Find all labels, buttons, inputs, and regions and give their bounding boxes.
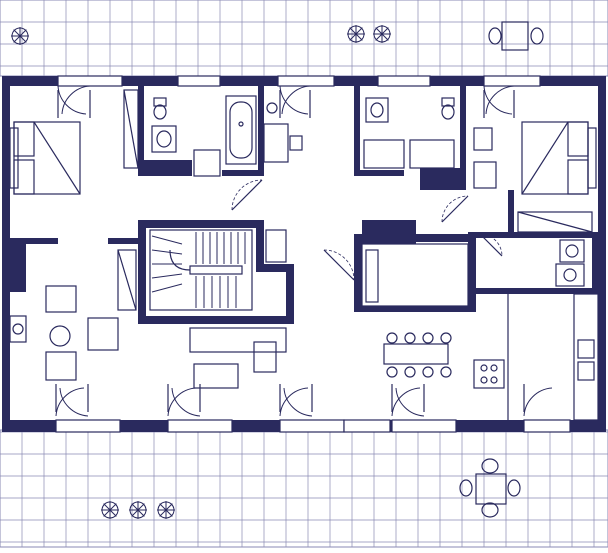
chair-icon bbox=[289, 135, 303, 151]
interior bbox=[6, 80, 604, 430]
shower-room bbox=[363, 97, 455, 169]
door-swing-icon bbox=[395, 387, 425, 417]
hob-icon bbox=[577, 361, 595, 381]
plant-icon bbox=[157, 501, 175, 519]
bathroom-left bbox=[151, 95, 257, 177]
door-swing-icon bbox=[231, 179, 263, 211]
plant-icon bbox=[266, 102, 278, 114]
door-swing-icon bbox=[61, 85, 91, 115]
stair-icon bbox=[151, 232, 246, 308]
stair bbox=[149, 229, 287, 311]
door-swing-icon bbox=[479, 233, 503, 257]
counter bbox=[573, 293, 599, 421]
headboard bbox=[9, 127, 19, 189]
bed-icon bbox=[13, 121, 81, 195]
bed-icon bbox=[521, 121, 589, 195]
chair-icon bbox=[440, 332, 452, 344]
chair-icon bbox=[440, 366, 452, 378]
door-swing-icon bbox=[323, 249, 355, 281]
table-chairs-icon bbox=[488, 21, 544, 51]
plant-icon bbox=[101, 501, 119, 519]
toilet-icon bbox=[153, 97, 167, 120]
shower-tray bbox=[193, 149, 221, 177]
chair-icon bbox=[386, 332, 398, 344]
terrace-north bbox=[0, 0, 608, 77]
armchair-icon bbox=[45, 351, 77, 381]
stove-icon bbox=[473, 359, 505, 389]
sofa-icon bbox=[189, 327, 287, 353]
plant-icon bbox=[129, 501, 147, 519]
cabinet bbox=[363, 139, 405, 169]
sink-icon bbox=[365, 97, 389, 123]
shelf bbox=[117, 249, 137, 311]
bathtub-icon bbox=[225, 95, 257, 165]
table-chairs-icon bbox=[386, 332, 452, 378]
kitchen bbox=[473, 293, 599, 421]
chair-icon bbox=[386, 366, 398, 378]
plant-icon bbox=[347, 25, 365, 43]
chair-icon bbox=[422, 366, 434, 378]
armchair-icon bbox=[253, 341, 277, 373]
chair-icon bbox=[404, 366, 416, 378]
north-windows bbox=[57, 75, 541, 87]
interior-walls bbox=[2, 86, 598, 324]
dining-table bbox=[383, 343, 449, 365]
toilet-icon bbox=[441, 97, 455, 120]
dryer-icon bbox=[555, 263, 585, 287]
washing-machine-icon bbox=[559, 239, 585, 263]
sink-icon bbox=[577, 339, 595, 359]
entry-hall bbox=[361, 243, 469, 307]
stair-small bbox=[265, 229, 287, 263]
wardrobe bbox=[123, 89, 139, 169]
door-swing-icon bbox=[441, 195, 469, 223]
bedroom-right bbox=[473, 121, 597, 233]
armchair-icon bbox=[45, 285, 77, 313]
door-swing-icon bbox=[171, 387, 201, 417]
washing-machine-icon bbox=[9, 315, 27, 343]
table-chairs-icon bbox=[459, 458, 521, 518]
armchair-icon bbox=[473, 127, 493, 151]
plant-icon bbox=[11, 27, 29, 45]
ottoman bbox=[193, 363, 239, 389]
plant-icon bbox=[373, 25, 391, 43]
door-swing-icon bbox=[485, 85, 515, 115]
dining bbox=[383, 332, 452, 378]
wardrobe bbox=[517, 211, 593, 233]
doors bbox=[55, 85, 553, 417]
chair-icon bbox=[404, 332, 416, 344]
chair-icon bbox=[422, 332, 434, 344]
living-room bbox=[9, 249, 287, 389]
terrace-south bbox=[0, 429, 608, 548]
shower-tray bbox=[409, 139, 455, 169]
armchair-icon bbox=[87, 317, 119, 351]
south-windows bbox=[55, 419, 571, 433]
door-swing-icon bbox=[281, 85, 311, 115]
bedroom-left bbox=[9, 89, 139, 195]
office bbox=[263, 102, 303, 163]
door-swing-icon bbox=[283, 387, 313, 417]
desk bbox=[473, 161, 497, 189]
coffee-table bbox=[49, 325, 71, 347]
laundry bbox=[555, 239, 585, 287]
door-swing-icon bbox=[59, 387, 89, 417]
sink-icon bbox=[151, 125, 177, 153]
